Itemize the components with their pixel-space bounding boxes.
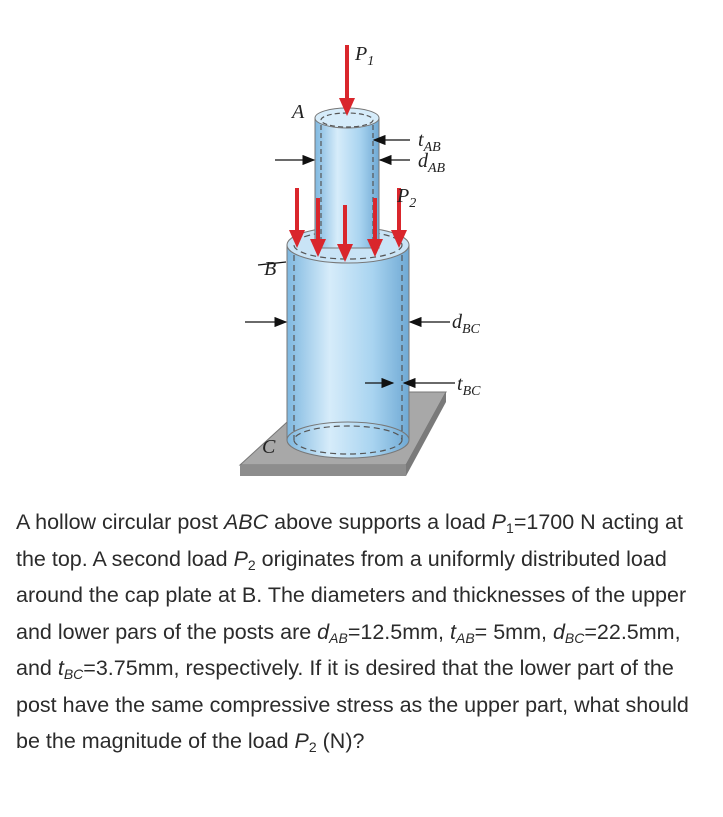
label-c: C [262,436,276,458]
dimension-arrows [245,134,455,389]
label-d-bc: dBC [452,311,481,337]
lower-cylinder-bc [286,226,410,459]
label-d-ab: dAB [418,150,446,176]
hollow-post-figure: P1 A tAB dAB P2 B dBC tBC C [238,43,481,476]
label-a: A [290,101,305,123]
label-p1: P1 [354,43,374,69]
label-t-bc: tBC [457,373,481,399]
load-arrows-p2 [289,188,407,262]
label-p2: P2 [396,185,416,211]
label-b: B [264,258,276,280]
problem-statement: A hollow circular post ABC above support… [16,510,689,755]
label-t-ab: tAB [418,129,441,155]
load-arrow-p1 [339,45,355,116]
